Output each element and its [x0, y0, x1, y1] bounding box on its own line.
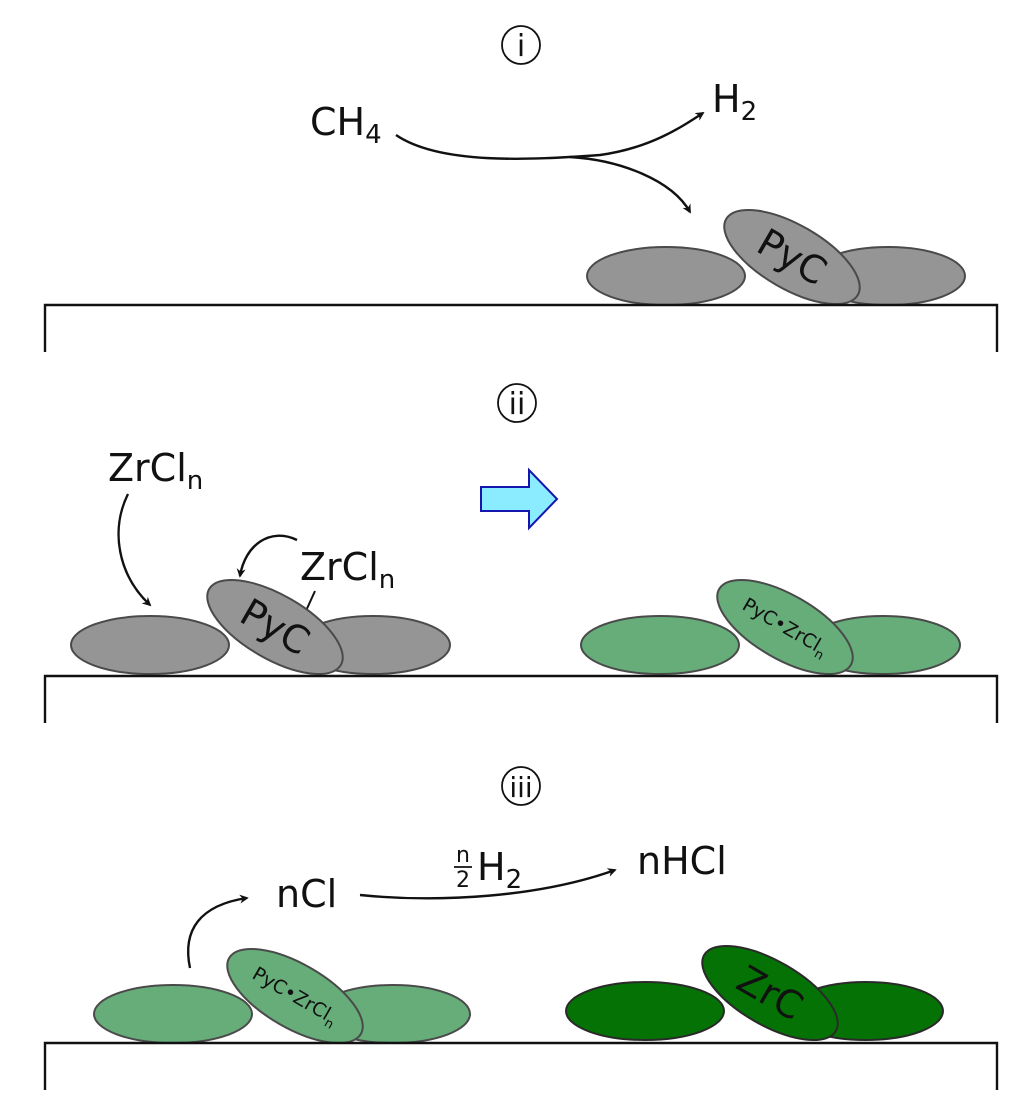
hydrogen-label: H2 [712, 77, 757, 127]
zrc-particle-left [565, 981, 725, 1041]
arrow-chlorine-release [187, 894, 249, 969]
intermediate-particle-center [716, 578, 854, 676]
half-h2-label: n 2 H2 [454, 843, 522, 895]
substrate-bracket-ii [43, 674, 999, 723]
intermediate-particle-left [580, 615, 740, 675]
zrcln-precursor-label: ZrCln [108, 446, 203, 496]
arrow-adsorption [236, 534, 298, 578]
pyc-particle-left-ii [70, 615, 230, 675]
step-i-panel: i CH4 H2 PyC [43, 25, 999, 352]
zrc-particle-center [701, 944, 839, 1042]
arrow-to-hydrogen [395, 111, 705, 160]
svg-text:i: i [517, 29, 525, 64]
arrow-to-hcl [359, 868, 617, 900]
svg-text:n: n [456, 843, 470, 868]
step-i-number-badge: i [501, 25, 541, 65]
step-ii-panel: ii ZrCln ZrCln PyC PyC•ZrCln [43, 383, 999, 723]
block-arrow-right-icon [480, 467, 559, 531]
svg-text:ii: ii [509, 387, 526, 422]
pyc-particle-center [723, 208, 861, 306]
pyc-particle-left [586, 246, 746, 306]
substrate-bracket-iii [43, 1041, 999, 1090]
ncl-label: nCl [276, 872, 337, 916]
substrate-bracket-i [43, 303, 999, 352]
svg-text:iii: iii [509, 771, 532, 804]
zrcln-adsorbed-label: ZrCln [300, 545, 395, 595]
intermediate-particle-left-iii [93, 984, 253, 1044]
intermediate-particle-center-iii [226, 947, 364, 1045]
svg-text:2: 2 [456, 868, 470, 893]
svg-text:H2: H2 [477, 845, 522, 895]
step-ii-number-badge: ii [497, 383, 537, 423]
methane-label: CH4 [310, 100, 382, 150]
arrow-precursor-to-particle [117, 493, 152, 607]
step-iii-panel: iii nCl n 2 H2 nHCl PyC•ZrCln ZrC [43, 766, 999, 1090]
nhcl-label: nHCl [637, 839, 727, 883]
arrow-to-surface [569, 155, 692, 214]
pyc-particle-center-ii [206, 578, 344, 676]
step-iii-number-badge: iii [501, 766, 541, 806]
